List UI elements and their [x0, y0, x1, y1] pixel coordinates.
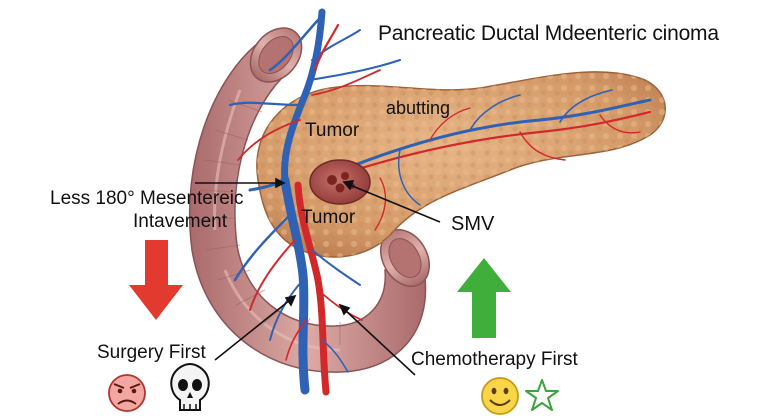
- star-outline-icon: [525, 379, 559, 411]
- diagram-title: Pancreatic Ductal Mdeenteric cinoma: [378, 22, 719, 45]
- smv-pointer-line: [349, 184, 441, 223]
- surgery-pointer-head: [284, 294, 297, 307]
- angry-face-icon: [108, 374, 146, 412]
- smv-pointer-head: [342, 180, 355, 191]
- label-mesenteric-line1: Less 180° Mesentereic: [50, 188, 244, 209]
- label-tumor-upper: Tumor: [305, 120, 360, 141]
- chemo-pointer-head: [338, 303, 351, 316]
- tumor-mass: [309, 159, 371, 205]
- label-surgery-first: Surgery First: [97, 342, 206, 363]
- label-abutting: abutting: [386, 98, 451, 118]
- smiley-face-icon: [481, 377, 519, 415]
- chemo-pointer-line: [344, 309, 416, 376]
- pointer-lines: [195, 177, 441, 376]
- red-down-arrow-icon: [129, 240, 183, 320]
- skull-icon: [170, 362, 210, 411]
- duodenum: [188, 27, 430, 373]
- label-chemotherapy-first: Chemotherapy First: [411, 349, 578, 370]
- mesenteric-pointer-head: [275, 177, 286, 189]
- pancreatic-vessels: [353, 89, 652, 231]
- label-tumor-lower: Tumor: [301, 207, 356, 228]
- green-up-arrow-icon: [457, 258, 511, 338]
- label-mesenteric-line2: Intavement: [133, 211, 227, 232]
- mesenteric-vessels: [228, 8, 401, 396]
- label-smv: SMV: [451, 213, 495, 235]
- surgery-pointer-line: [214, 299, 291, 361]
